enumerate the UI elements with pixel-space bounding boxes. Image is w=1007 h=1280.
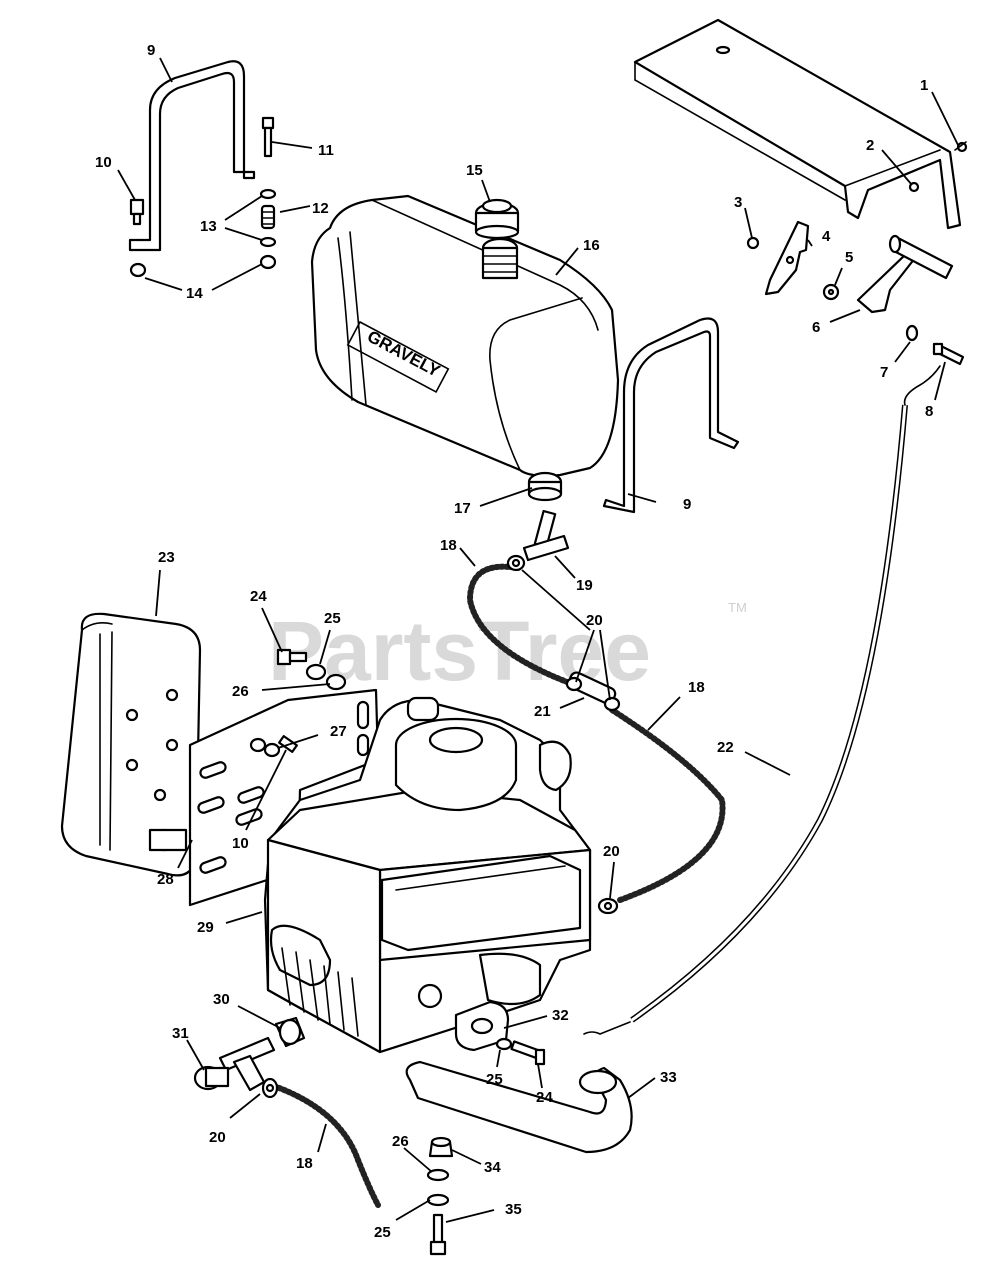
nut-part: [746, 236, 760, 250]
callout-17: 17: [454, 500, 471, 517]
washer-part: [822, 283, 840, 301]
hose-clamp: [597, 897, 619, 915]
callout-18-right: 18: [688, 679, 705, 696]
washer-part: [305, 663, 327, 681]
exhaust-pipe: [405, 1060, 633, 1154]
hose-clamp: [261, 1077, 279, 1099]
throttle-lever: [856, 234, 954, 314]
nut-part: [129, 262, 147, 278]
washer-part: [426, 1168, 450, 1182]
callout-27: 27: [330, 723, 347, 740]
callout-31: 31: [172, 1025, 189, 1042]
nut-part: [428, 1136, 454, 1158]
callout-10-top: 10: [95, 154, 112, 171]
engine: [263, 696, 592, 1054]
callout-12: 12: [312, 200, 329, 217]
throttle-bracket: [764, 220, 810, 296]
callout-13: 13: [200, 218, 217, 235]
callout-labels: 1 2 3 4 5 6 7 8 9 9 10 10 11 12 13 14 15…: [95, 42, 933, 1241]
fuel-fitting: [274, 1016, 306, 1048]
callout-34: 34: [484, 1159, 501, 1176]
callout-23: 23: [158, 549, 175, 566]
callout-4: 4: [822, 228, 831, 245]
callout-8: 8: [925, 403, 933, 420]
muffler-bracket: [188, 688, 380, 907]
callout-35: 35: [505, 1201, 522, 1218]
callout-26-top: 26: [232, 683, 249, 700]
fuel-hose: [466, 563, 578, 688]
grommet-part: [527, 471, 563, 502]
callout-24-top: 24: [250, 588, 267, 605]
callout-19: 19: [576, 577, 593, 594]
callout-30: 30: [213, 991, 230, 1008]
callout-2: 2: [866, 137, 874, 154]
callout-7: 7: [880, 364, 888, 381]
fuel-hose: [271, 1083, 381, 1208]
callout-14: 14: [186, 285, 203, 302]
callout-1: 1: [920, 77, 928, 94]
bolt-part: [261, 116, 275, 158]
callout-33: 33: [660, 1069, 677, 1086]
callout-21: 21: [534, 703, 551, 720]
bolt-part: [276, 648, 308, 666]
callout-22: 22: [717, 739, 734, 756]
callout-32: 32: [552, 1007, 569, 1024]
tank-strap: [128, 60, 256, 252]
callout-28: 28: [157, 871, 174, 888]
cover-plate: [633, 18, 962, 230]
callout-3: 3: [734, 194, 742, 211]
fuel-shutoff-valve: [193, 1036, 276, 1092]
fuel-cap: [474, 198, 520, 240]
spring-part: [260, 204, 276, 230]
callout-10-mid: 10: [232, 835, 249, 852]
watermark-trademark: TM: [728, 600, 747, 615]
washer-part: [259, 188, 277, 200]
callout-29: 29: [197, 919, 214, 936]
callout-5: 5: [845, 249, 853, 266]
bolt-part: [510, 1040, 546, 1066]
bolt-part: [129, 198, 145, 226]
screw-part: [954, 141, 968, 153]
callout-11: 11: [318, 142, 334, 159]
leader-lines: [117, 57, 959, 1223]
callout-18-bottom: 18: [296, 1155, 313, 1172]
nut-part: [259, 254, 277, 270]
callout-25-bottom: 25: [374, 1224, 391, 1241]
callout-9-right: 9: [683, 496, 691, 513]
callout-18-top: 18: [440, 537, 457, 554]
fuel-hose: [609, 707, 726, 903]
washer-part: [495, 1037, 513, 1051]
washer-part: [259, 236, 277, 248]
washer-part: [426, 1193, 450, 1207]
callout-24-bottom: 24: [536, 1089, 553, 1106]
callout-26-bottom: 26: [392, 1133, 409, 1150]
callout-20-top: 20: [586, 612, 603, 629]
muffler: [60, 612, 202, 877]
callout-9-top: 9: [147, 42, 155, 59]
hose-clamp: [506, 554, 526, 572]
throttle-cable: [583, 365, 941, 1035]
washer-part: [263, 742, 281, 758]
fuel-filter: [565, 671, 621, 712]
fuel-tank: GRAVELY: [310, 194, 620, 477]
bolt-part: [932, 342, 965, 366]
washer-part: [249, 737, 267, 753]
washer-part: [325, 673, 347, 691]
callout-25-mid: 25: [486, 1071, 503, 1088]
callout-15: 15: [466, 162, 483, 179]
tank-strap: [602, 317, 740, 514]
callout-25-top: 25: [324, 610, 341, 627]
tee-fitting: [522, 509, 570, 562]
bolt-part: [429, 1213, 447, 1256]
callout-20-bottom: 20: [209, 1129, 226, 1146]
washer-part: [905, 324, 919, 342]
callout-20-right: 20: [603, 843, 620, 860]
callout-16: 16: [583, 237, 600, 254]
callout-6: 6: [812, 319, 820, 336]
